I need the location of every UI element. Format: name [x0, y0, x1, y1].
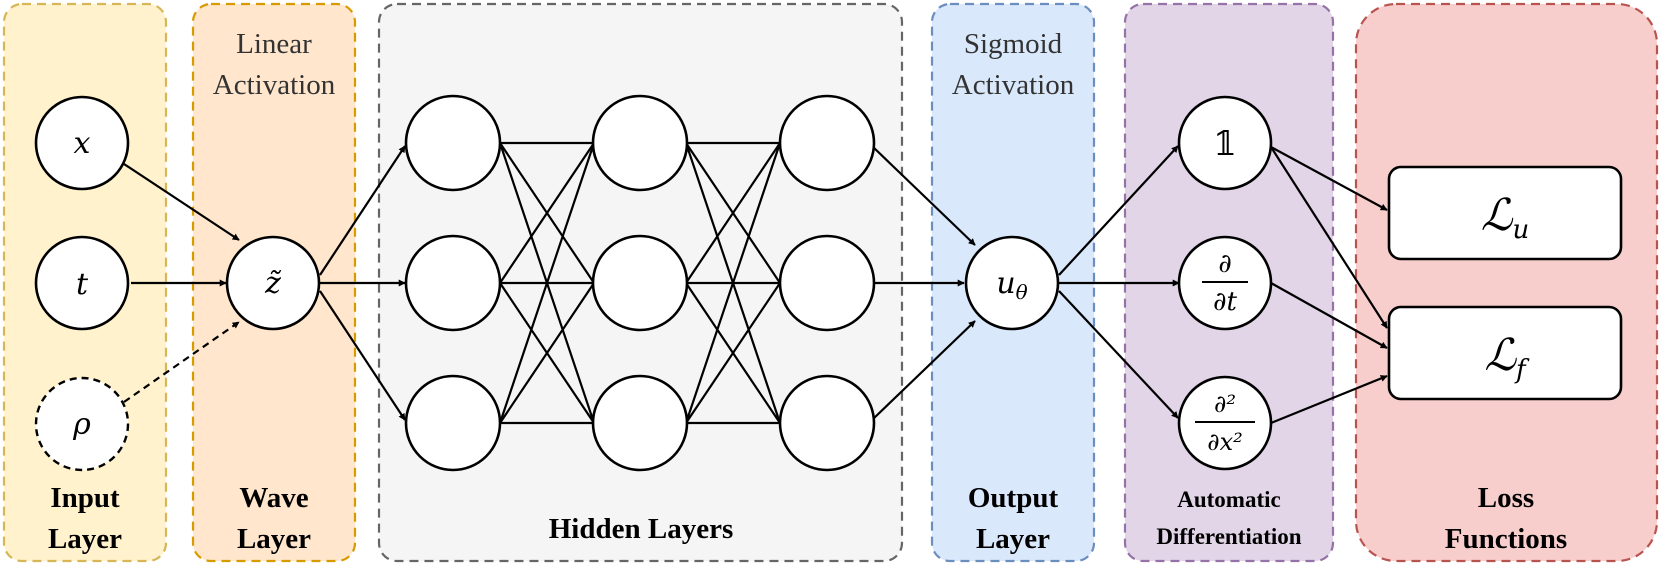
- wave-node-z-label: z̃: [264, 266, 282, 301]
- edge-dt-to-lf: [1270, 282, 1388, 349]
- hidden-layers-caption: Hidden Layers: [549, 513, 734, 545]
- output-node-u-theta: [964, 235, 1060, 331]
- autodiff-node-dt-denominator: ∂t: [1213, 287, 1237, 317]
- edge-dxx-to-lf: [1270, 374, 1388, 425]
- edge-z-to-h1a: [319, 145, 406, 276]
- loss-functions-panel: [1354, 2, 1659, 563]
- input-layer-caption-line1: Input: [50, 482, 120, 514]
- hidden-node-1-3: [404, 374, 502, 472]
- automatic-differentiation-caption-line1: Automatic: [1177, 487, 1280, 512]
- input-node-t: [34, 235, 130, 331]
- hidden-node-3-1: [778, 94, 876, 192]
- hidden-node-3-2: [778, 234, 876, 332]
- wave-layer-subtitle-line1: Linear: [236, 28, 312, 60]
- automatic-differentiation-caption-line2: Differentiation: [1156, 524, 1301, 549]
- edge-z-to-h1c: [319, 290, 406, 421]
- loss-functions-caption-line2: Functions: [1445, 523, 1567, 555]
- autodiff-node-dt-numerator: ∂: [1218, 249, 1231, 279]
- input-node-rho-label: ρ: [72, 407, 91, 442]
- loss-box-lu: [1387, 165, 1623, 261]
- loss-box-lf: [1387, 305, 1623, 401]
- loss-box-lu-label: ℒu: [1481, 190, 1529, 245]
- input-layer-caption-line2: Layer: [48, 523, 122, 555]
- hidden-node-1-2: [404, 234, 502, 332]
- output-layer-subtitle-line2: Activation: [952, 69, 1075, 101]
- edge-identity-to-lf: [1270, 146, 1388, 329]
- input-node-x: [34, 95, 130, 191]
- input-node-rho: [34, 376, 130, 472]
- autodiff-node-identity-label: 𝟙: [1213, 124, 1237, 164]
- edge-u-to-identity: [1058, 145, 1179, 276]
- edge-h3c-to-u: [871, 320, 976, 421]
- output-layer-caption-line1: Output: [968, 482, 1059, 514]
- edges-h2-to-h3: [684, 141, 782, 425]
- input-node-x-label: x: [74, 126, 91, 161]
- edge-x-to-z: [123, 163, 240, 241]
- loss-functions-caption-line1: Loss: [1478, 482, 1534, 514]
- edge-identity-to-lu: [1270, 146, 1388, 211]
- hidden-node-2-1: [591, 94, 689, 192]
- edges-h1-to-h2: [498, 141, 596, 425]
- input-node-t-label: t: [76, 267, 89, 302]
- wave-layer-caption-line1: Wave: [239, 482, 308, 514]
- hidden-node-2-3: [591, 374, 689, 472]
- output-node-u-theta-label: uθ: [996, 266, 1027, 304]
- edge-h3a-to-u: [871, 145, 976, 246]
- hidden-node-2-2: [591, 234, 689, 332]
- wave-layer-caption-line2: Layer: [237, 523, 311, 555]
- hidden-node-1-1: [404, 94, 502, 192]
- autodiff-node-dxx-denominator: ∂x²: [1207, 428, 1243, 456]
- output-layer-caption-line2: Layer: [976, 523, 1050, 555]
- wave-node-z: [225, 235, 321, 331]
- edge-u-to-dxx: [1058, 290, 1179, 419]
- wave-layer-subtitle-line2: Activation: [213, 69, 336, 101]
- autodiff-node-dxx-numerator: ∂²: [1214, 390, 1236, 418]
- hidden-node-3-3: [778, 374, 876, 472]
- output-layer-subtitle-line1: Sigmoid: [964, 28, 1063, 60]
- autodiff-node-identity: [1177, 95, 1273, 191]
